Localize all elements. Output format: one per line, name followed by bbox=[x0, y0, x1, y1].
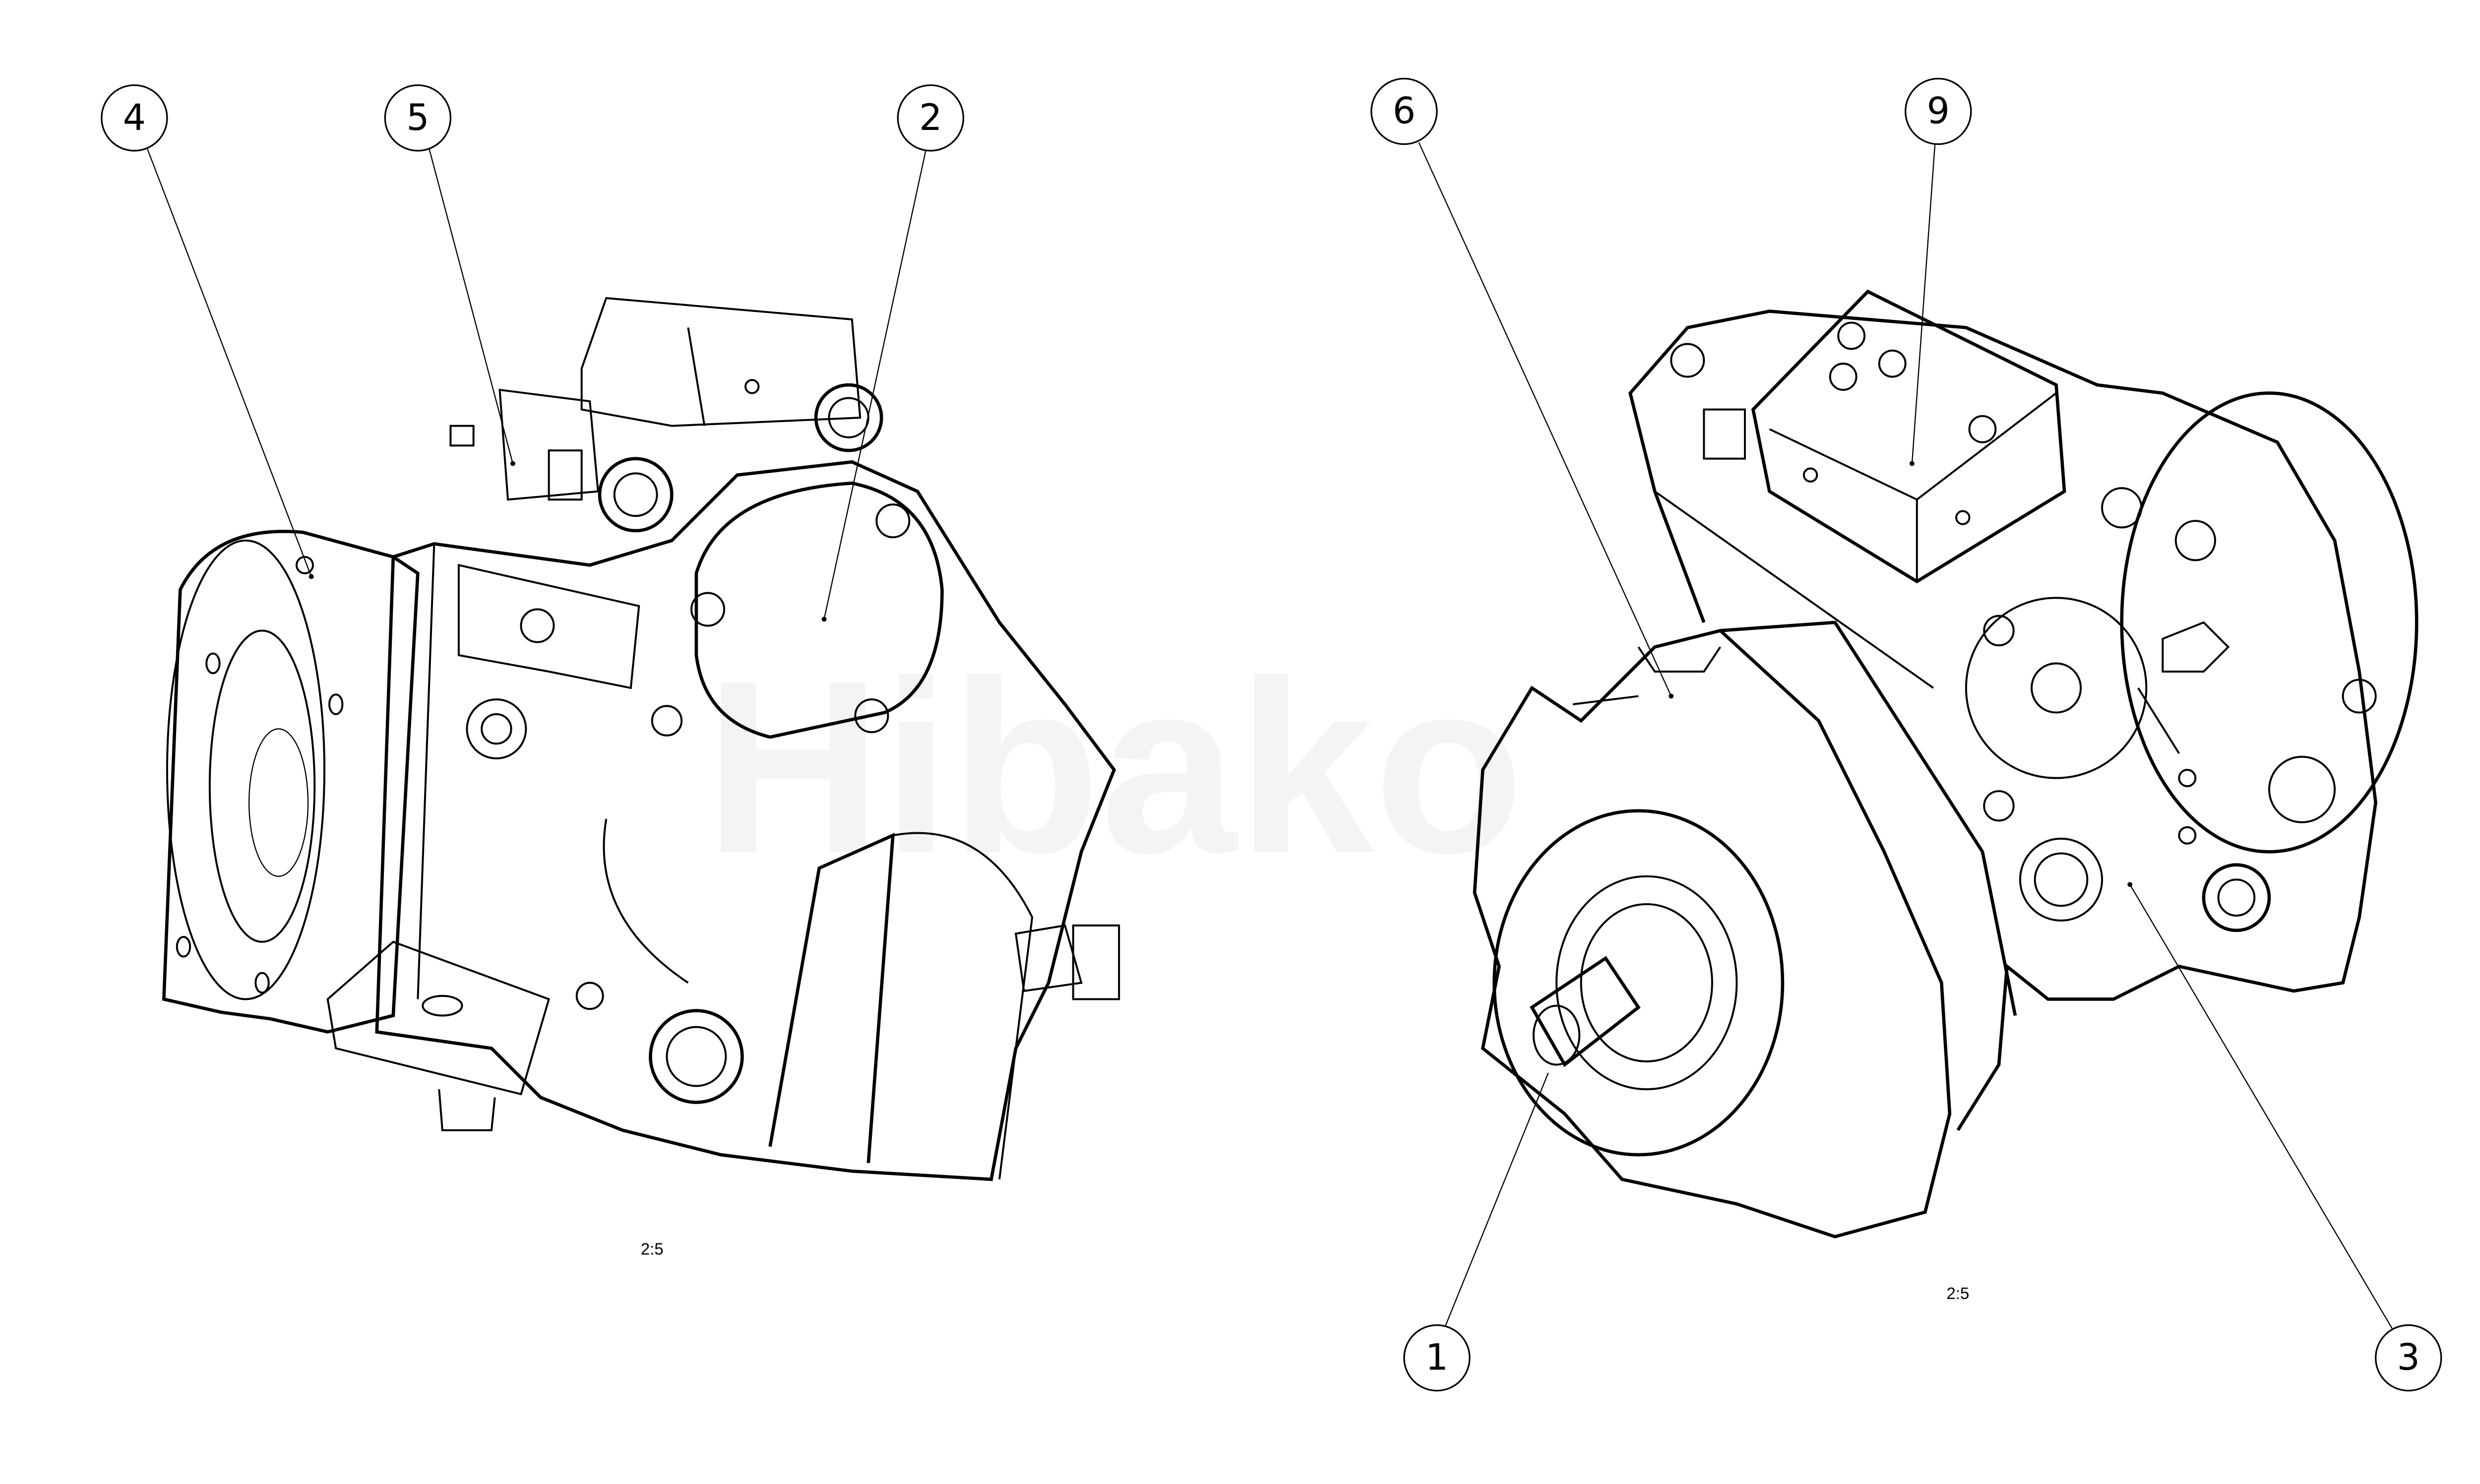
main-housing bbox=[1628, 309, 2418, 1131]
left-pump-view bbox=[162, 297, 1120, 1181]
solenoid-valve-block bbox=[449, 297, 883, 533]
balloon-2: 2 bbox=[897, 84, 964, 152]
balloon-1: 1 bbox=[1403, 1324, 1471, 1392]
balloon-4: 4 bbox=[101, 84, 168, 152]
balloon-3: 3 bbox=[2375, 1324, 2442, 1392]
balloon-number: 4 bbox=[123, 97, 146, 139]
front-flange bbox=[1473, 628, 1952, 1238]
balloon-number: 1 bbox=[1426, 1337, 1448, 1379]
right-view-scale-label: 2:5 bbox=[1946, 1284, 1969, 1302]
mounting-flange bbox=[162, 530, 420, 1034]
left-view-scale-label: 2:5 bbox=[641, 1240, 664, 1258]
balloon-number: 6 bbox=[1393, 91, 1416, 132]
balloon-number: 2 bbox=[919, 97, 942, 139]
balloon-number: 5 bbox=[406, 97, 429, 139]
balloon-5: 5 bbox=[384, 84, 452, 152]
leader-lines bbox=[147, 142, 2393, 1329]
balloon-number: 3 bbox=[2397, 1337, 2420, 1379]
watermark: Hibako bbox=[704, 629, 1524, 904]
pump-housing bbox=[326, 460, 1120, 1181]
balloon-9: 9 bbox=[1905, 77, 1972, 145]
balloon-number: 9 bbox=[1927, 91, 1950, 132]
balloon-6: 6 bbox=[1370, 77, 1438, 145]
control-valve-block bbox=[1703, 289, 2066, 584]
right-pump-view bbox=[1473, 289, 2418, 1238]
